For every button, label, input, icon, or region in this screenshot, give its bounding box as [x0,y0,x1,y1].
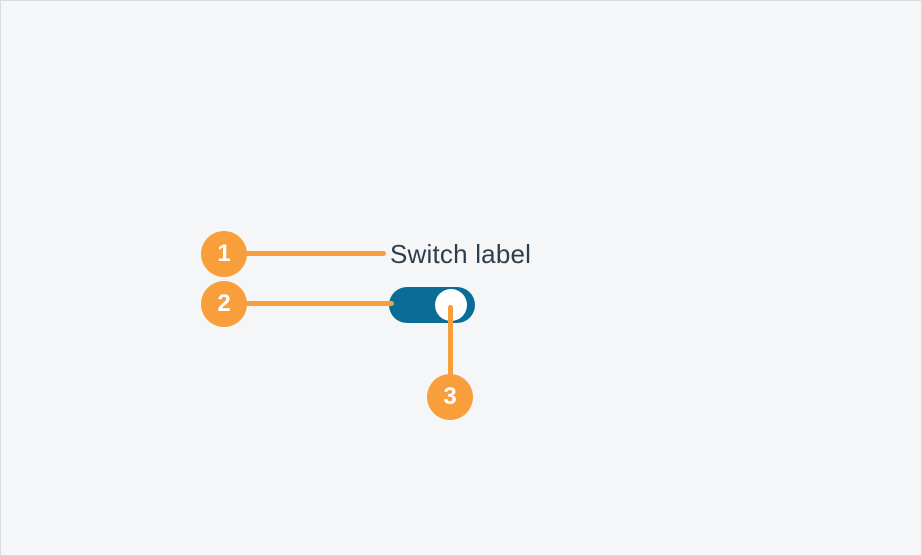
callout-number-1: 1 [217,240,231,267]
callout-badge-3: 3 [427,374,473,420]
switch-label: Switch label [390,238,532,269]
callout-badge-1: 1 [201,231,247,277]
callout-line-3 [448,305,453,376]
switch-toggle[interactable] [389,287,475,323]
callout-number-3: 3 [443,383,457,410]
callout-number-2: 2 [217,290,231,317]
callout-line-1 [244,251,386,256]
callout-line-2 [244,301,394,306]
callout-badge-2: 2 [201,281,247,327]
